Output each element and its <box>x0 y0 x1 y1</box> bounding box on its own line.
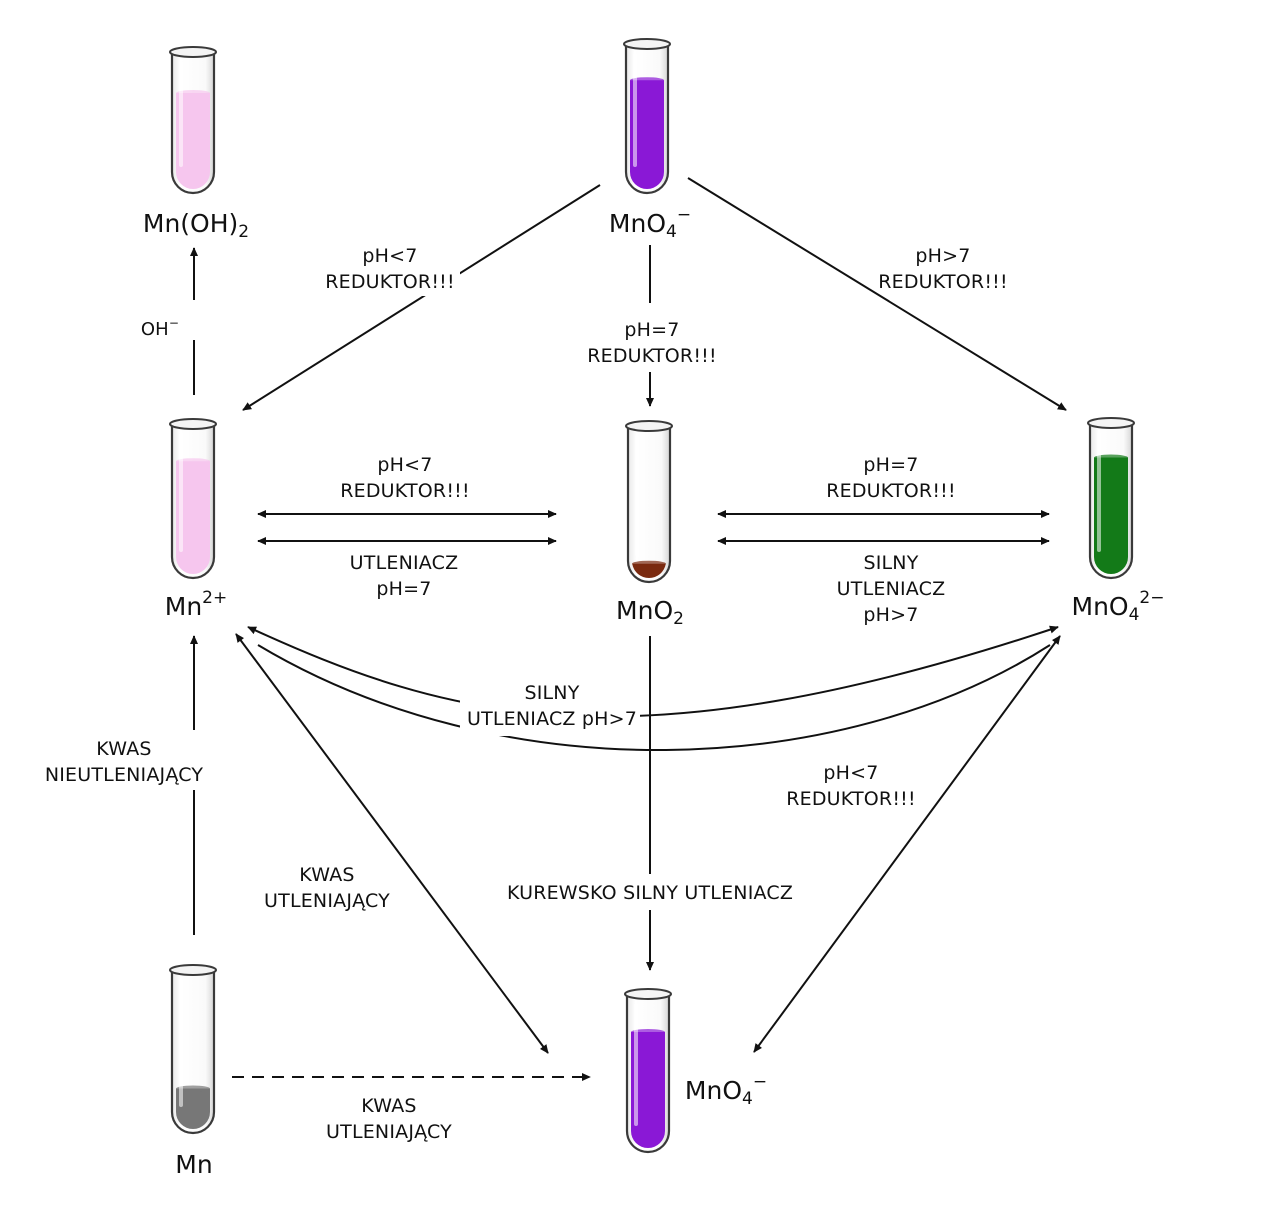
label-mask-arc-top <box>460 678 640 736</box>
tube-outline <box>170 53 216 195</box>
tube-outline <box>170 425 216 580</box>
label-center-vertical: KUREWSKO SILNY UTLENIACZ <box>506 882 794 904</box>
test-tube-mn-oh-2 <box>169 46 217 195</box>
label-mn: Mn <box>175 1150 213 1179</box>
tube-rim <box>625 420 673 432</box>
test-tube-mn-metal <box>169 964 217 1135</box>
tube-rim <box>624 988 672 1000</box>
tube-rim <box>169 46 217 58</box>
tube-rim <box>1087 417 1135 429</box>
tube-liquid <box>176 461 210 574</box>
tube-glass <box>628 427 670 582</box>
tube-highlight <box>633 53 637 167</box>
tube-rim <box>623 38 671 50</box>
tube-liquid-surface <box>632 560 666 567</box>
label-mask-oh <box>150 300 210 340</box>
tube-liquid <box>632 563 666 579</box>
tube-highlight <box>635 435 639 556</box>
arrow-mno4-to-mn2 <box>242 184 601 411</box>
arc-mn2-to-manganate <box>247 625 1059 718</box>
label-mnoh2: Mn(OH)2 <box>142 209 250 242</box>
tube-highlight <box>1097 432 1101 552</box>
tube-liquid <box>631 1032 665 1148</box>
tube-outline <box>170 971 216 1135</box>
tube-highlight <box>179 979 183 1107</box>
arc-manganate-to-mn2 <box>257 644 1051 751</box>
tube-liquid <box>1094 457 1128 574</box>
label-mask-left-vertical <box>150 730 240 790</box>
arrow-manganate-permanganate-diagonal <box>753 635 1061 1053</box>
label-permanganate-bottom: MnO4− <box>684 1072 768 1109</box>
tube-liquid <box>176 1088 210 1129</box>
label-mno2: MnO2 <box>616 596 684 629</box>
tube-liquid-surface <box>176 90 210 96</box>
test-tube-mno2 <box>625 420 673 584</box>
test-tube-permanganate-bottom <box>624 988 672 1154</box>
tube-outline <box>624 45 670 195</box>
label-manganate: MnO42− <box>1071 588 1165 625</box>
arrow-mno4-to-manganate <box>687 177 1067 411</box>
tube-outline <box>625 995 671 1154</box>
test-tube-mn2plus <box>169 418 217 580</box>
tube-highlight <box>179 61 183 167</box>
tube-liquid <box>630 80 664 189</box>
tube-rim <box>169 418 217 430</box>
tube-liquid-surface <box>630 77 664 84</box>
tube-liquid-surface <box>176 458 210 465</box>
tube-rim <box>169 964 217 976</box>
label-oh: OH− <box>140 316 180 340</box>
label-mask-top-left <box>340 240 460 296</box>
tube-liquid-surface <box>631 1029 665 1035</box>
test-tube-manganate <box>1087 417 1135 580</box>
tube-outline <box>1088 424 1134 580</box>
tube-liquid <box>176 93 210 189</box>
label-mask-center-vertical <box>500 874 800 910</box>
arrow-mn2-permanganate-diagonal <box>235 633 549 1054</box>
tube-highlight <box>179 433 183 552</box>
tube-outline <box>626 427 672 584</box>
label-mn2plus: Mn2+ <box>164 588 228 621</box>
label-permanganate-top: MnO4− <box>608 205 692 242</box>
tube-liquid-surface <box>1094 454 1128 461</box>
tube-highlight <box>634 1003 638 1126</box>
label-mask-top-mid <box>585 316 715 372</box>
test-tube-permanganate-top <box>623 38 671 195</box>
tube-liquid-surface <box>176 1085 210 1092</box>
